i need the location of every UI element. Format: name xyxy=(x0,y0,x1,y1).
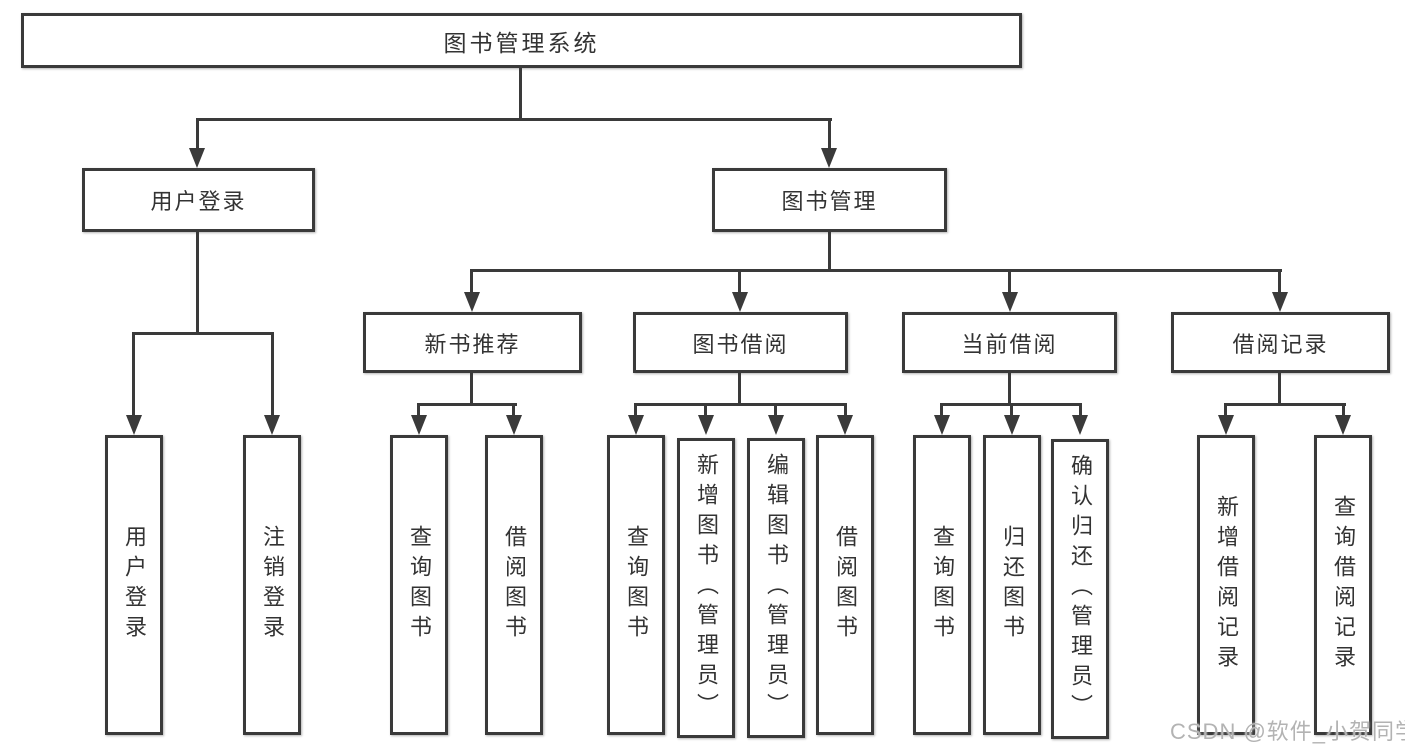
node-book-management: 图书管理 xyxy=(712,168,947,232)
connector-line xyxy=(196,118,199,150)
connector-line xyxy=(196,118,832,121)
connector-line xyxy=(196,232,199,335)
leaf-borrow-books-recommend: 借阅图书 xyxy=(485,435,543,735)
arrow-down-icon xyxy=(1072,415,1088,435)
arrow-down-icon xyxy=(1004,415,1020,435)
connector-line xyxy=(519,68,522,121)
leaf-query-books-current: 查询图书 xyxy=(913,435,971,735)
node-new-book-recommendation: 新书推荐 xyxy=(363,312,582,373)
connector-line xyxy=(1224,403,1346,406)
connector-line xyxy=(417,403,420,416)
connector-line xyxy=(132,332,135,416)
leaf-edit-books-admin: 编辑图书（管理员） xyxy=(747,438,805,738)
connector-line xyxy=(738,269,741,293)
arrow-down-icon xyxy=(264,415,280,435)
connector-line xyxy=(470,269,473,293)
leaf-add-books-admin: 新增图书（管理员） xyxy=(677,438,735,738)
watermark-text: CSDN @软件_小贺同学 xyxy=(1170,719,1405,744)
arrow-down-icon xyxy=(628,415,644,435)
node-borrowing-records: 借阅记录 xyxy=(1171,312,1390,373)
leaf-add-borrow-record: 新增借阅记录 xyxy=(1197,435,1255,735)
node-user-login: 用户登录 xyxy=(82,168,315,232)
connector-line xyxy=(774,403,777,416)
arrow-down-icon xyxy=(411,415,427,435)
node-root-system: 图书管理系统 xyxy=(21,13,1022,68)
leaf-user-login: 用户登录 xyxy=(105,435,163,735)
connector-line xyxy=(634,403,637,416)
connector-line xyxy=(940,403,943,416)
node-current-borrowing: 当前借阅 xyxy=(902,312,1117,373)
leaf-confirm-return-admin: 确认归还（管理员） xyxy=(1051,439,1109,739)
connector-line xyxy=(1224,403,1227,416)
connector-line xyxy=(844,403,847,416)
connector-line xyxy=(132,332,274,335)
node-book-borrowing: 图书借阅 xyxy=(633,312,848,373)
leaf-logout: 注销登录 xyxy=(243,435,301,735)
arrow-down-icon xyxy=(1272,292,1288,312)
connector-line xyxy=(1008,269,1011,293)
leaf-query-books-borrowing: 查询图书 xyxy=(607,435,665,735)
arrow-down-icon xyxy=(189,148,205,168)
connector-line xyxy=(1278,373,1281,406)
arrow-down-icon xyxy=(732,292,748,312)
leaf-query-books-recommend: 查询图书 xyxy=(390,435,448,735)
arrow-down-icon xyxy=(768,415,784,435)
leaf-return-books: 归还图书 xyxy=(983,435,1041,735)
arrow-down-icon xyxy=(837,415,853,435)
connector-line xyxy=(271,332,274,416)
arrow-down-icon xyxy=(821,148,837,168)
connector-line xyxy=(828,118,831,150)
connector-line xyxy=(704,403,707,416)
connector-line xyxy=(417,403,517,406)
connector-line xyxy=(828,232,831,272)
connector-line xyxy=(738,373,741,406)
arrow-down-icon xyxy=(1335,415,1351,435)
connector-line xyxy=(634,403,847,406)
connector-line xyxy=(1008,373,1011,406)
leaf-query-borrow-record: 查询借阅记录 xyxy=(1314,435,1372,735)
arrow-down-icon xyxy=(698,415,714,435)
connector-line xyxy=(1010,403,1013,416)
arrow-down-icon xyxy=(934,415,950,435)
connector-line xyxy=(1342,403,1345,416)
arrow-down-icon xyxy=(1002,292,1018,312)
arrow-down-icon xyxy=(126,415,142,435)
leaf-borrow-books: 借阅图书 xyxy=(816,435,874,735)
connector-line xyxy=(470,373,473,406)
arrow-down-icon xyxy=(1218,415,1234,435)
connector-line xyxy=(1278,269,1281,293)
connector-line xyxy=(1079,403,1082,416)
arrow-down-icon xyxy=(464,292,480,312)
arrow-down-icon xyxy=(506,415,522,435)
connector-line xyxy=(512,403,515,416)
connector-line xyxy=(470,269,1282,272)
